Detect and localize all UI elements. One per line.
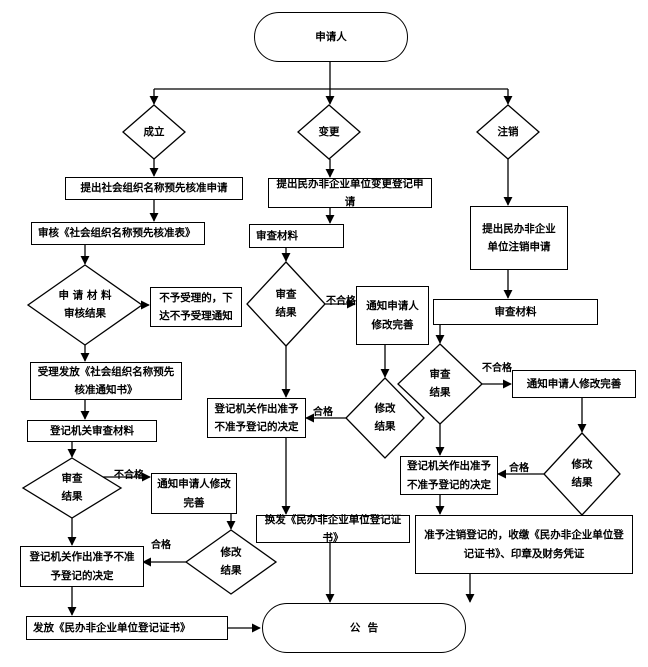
apply-cancel-label: 提出民办非企业 单位注销申请 bbox=[482, 222, 556, 253]
decision-3-label: 登记机关作出准予 不准予登记的决定 bbox=[407, 460, 491, 491]
decision-1-box: 登记机关作出准予不准 予登记的决定 bbox=[20, 546, 144, 587]
notify-applicant-3-label: 通知申请人修改完善 bbox=[526, 377, 622, 390]
diamond-modify-result-2 bbox=[345, 377, 425, 459]
apply-change-label: 提出民办非企业单位变更登记申请 bbox=[276, 177, 424, 208]
decision-3-box: 登记机关作出准予 不准予登记的决定 bbox=[400, 456, 498, 495]
edge-pass-2: 合格 bbox=[313, 407, 333, 418]
applicant-terminal: 申请人 bbox=[254, 12, 408, 62]
review-name-form-label: 审核《社会组织名称预先核准表》 bbox=[38, 227, 196, 240]
review-result-1-label: 审查 结果 bbox=[61, 472, 83, 503]
issue-certificate-label: 发放《民办非企业单位登记证书》 bbox=[33, 621, 191, 634]
application-result-label: 申 请 材 料 审核结果 bbox=[58, 289, 112, 320]
notify-applicant-1-label: 通知申请人修改 完善 bbox=[157, 478, 231, 509]
modify-result-2-label: 修改 结果 bbox=[374, 402, 396, 433]
review-result-2-label: 审查 结果 bbox=[275, 288, 297, 319]
edge-pass-3: 合格 bbox=[509, 463, 529, 474]
issue-certificate-box: 发放《民办非企业单位登记证书》 bbox=[26, 616, 228, 640]
announce-terminal: 公 告 bbox=[262, 603, 466, 653]
review-materials-change-label: 审查材料 bbox=[256, 229, 298, 242]
diamond-change bbox=[297, 104, 361, 160]
decision-1-label: 登记机关作出准予不准 予登记的决定 bbox=[29, 551, 135, 582]
decision-2-label: 登记机关作出准予 不准予登记的决定 bbox=[214, 402, 299, 433]
apply-name-precheck-label: 提出社会组织名称预先核准申请 bbox=[80, 182, 228, 195]
cancel-label: 注销 bbox=[497, 125, 519, 138]
apply-name-precheck-box: 提出社会组织名称预先核准申请 bbox=[65, 177, 243, 200]
registry-review-label: 登记机关审查材料 bbox=[50, 424, 134, 437]
change-label: 变更 bbox=[318, 125, 340, 138]
review-materials-change-box: 审查材料 bbox=[249, 224, 344, 248]
cancel-collect-box: 准予注销登记的，收缴《民办非企业单位登 记证书》、印章及财务凭证 bbox=[415, 515, 633, 574]
not-accepted-box: 不予受理的，下 达不予受理通知 bbox=[150, 287, 242, 327]
review-materials-cancel-box: 审查材料 bbox=[433, 299, 598, 325]
apply-change-box: 提出民办非企业单位变更登记申请 bbox=[268, 178, 432, 208]
announce-label: 公 告 bbox=[349, 621, 379, 634]
modify-result-1-label: 修改 结果 bbox=[220, 546, 242, 577]
review-result-3-label: 审查 结果 bbox=[429, 368, 451, 399]
apply-cancel-box: 提出民办非企业 单位注销申请 bbox=[470, 206, 568, 270]
review-name-form-box: 审核《社会组织名称预先核准表》 bbox=[31, 222, 205, 245]
not-accepted-label: 不予受理的，下 达不予受理通知 bbox=[159, 291, 233, 322]
issue-name-notice-label: 受理发放《社会组织名称预先 核准通知书》 bbox=[37, 365, 175, 396]
edge-fail-3: 不合格 bbox=[482, 363, 512, 374]
applicant-label: 申请人 bbox=[315, 30, 347, 43]
notify-applicant-2-label: 通知申请人 修改完善 bbox=[366, 300, 419, 331]
edge-fail-2: 不合格 bbox=[326, 296, 356, 307]
review-materials-cancel-label: 审查材料 bbox=[494, 305, 537, 318]
exchange-certificate-box: 换发《民办非企业单位登记证书》 bbox=[256, 514, 410, 544]
edge-fail-1: 不合格 bbox=[114, 470, 144, 481]
exchange-certificate-label: 换发《民办非企业单位登记证书》 bbox=[264, 513, 402, 544]
notify-applicant-1-box: 通知申请人修改 完善 bbox=[151, 473, 237, 514]
notify-applicant-3-box: 通知申请人修改完善 bbox=[512, 370, 636, 398]
cancel-collect-label: 准予注销登记的，收缴《民办非企业单位登 记证书》、印章及财务凭证 bbox=[424, 529, 624, 560]
notify-applicant-2-box: 通知申请人 修改完善 bbox=[356, 286, 429, 345]
issue-name-notice-box: 受理发放《社会组织名称预先 核准通知书》 bbox=[30, 362, 182, 400]
modify-result-3-label: 修改 结果 bbox=[571, 458, 593, 489]
decision-2-box: 登记机关作出准予 不准予登记的决定 bbox=[207, 398, 306, 438]
registry-review-box: 登记机关审查材料 bbox=[27, 420, 157, 442]
establish-label: 成立 bbox=[143, 125, 165, 138]
diamond-modify-result-1 bbox=[184, 529, 278, 595]
edge-pass-1: 合格 bbox=[151, 540, 171, 551]
